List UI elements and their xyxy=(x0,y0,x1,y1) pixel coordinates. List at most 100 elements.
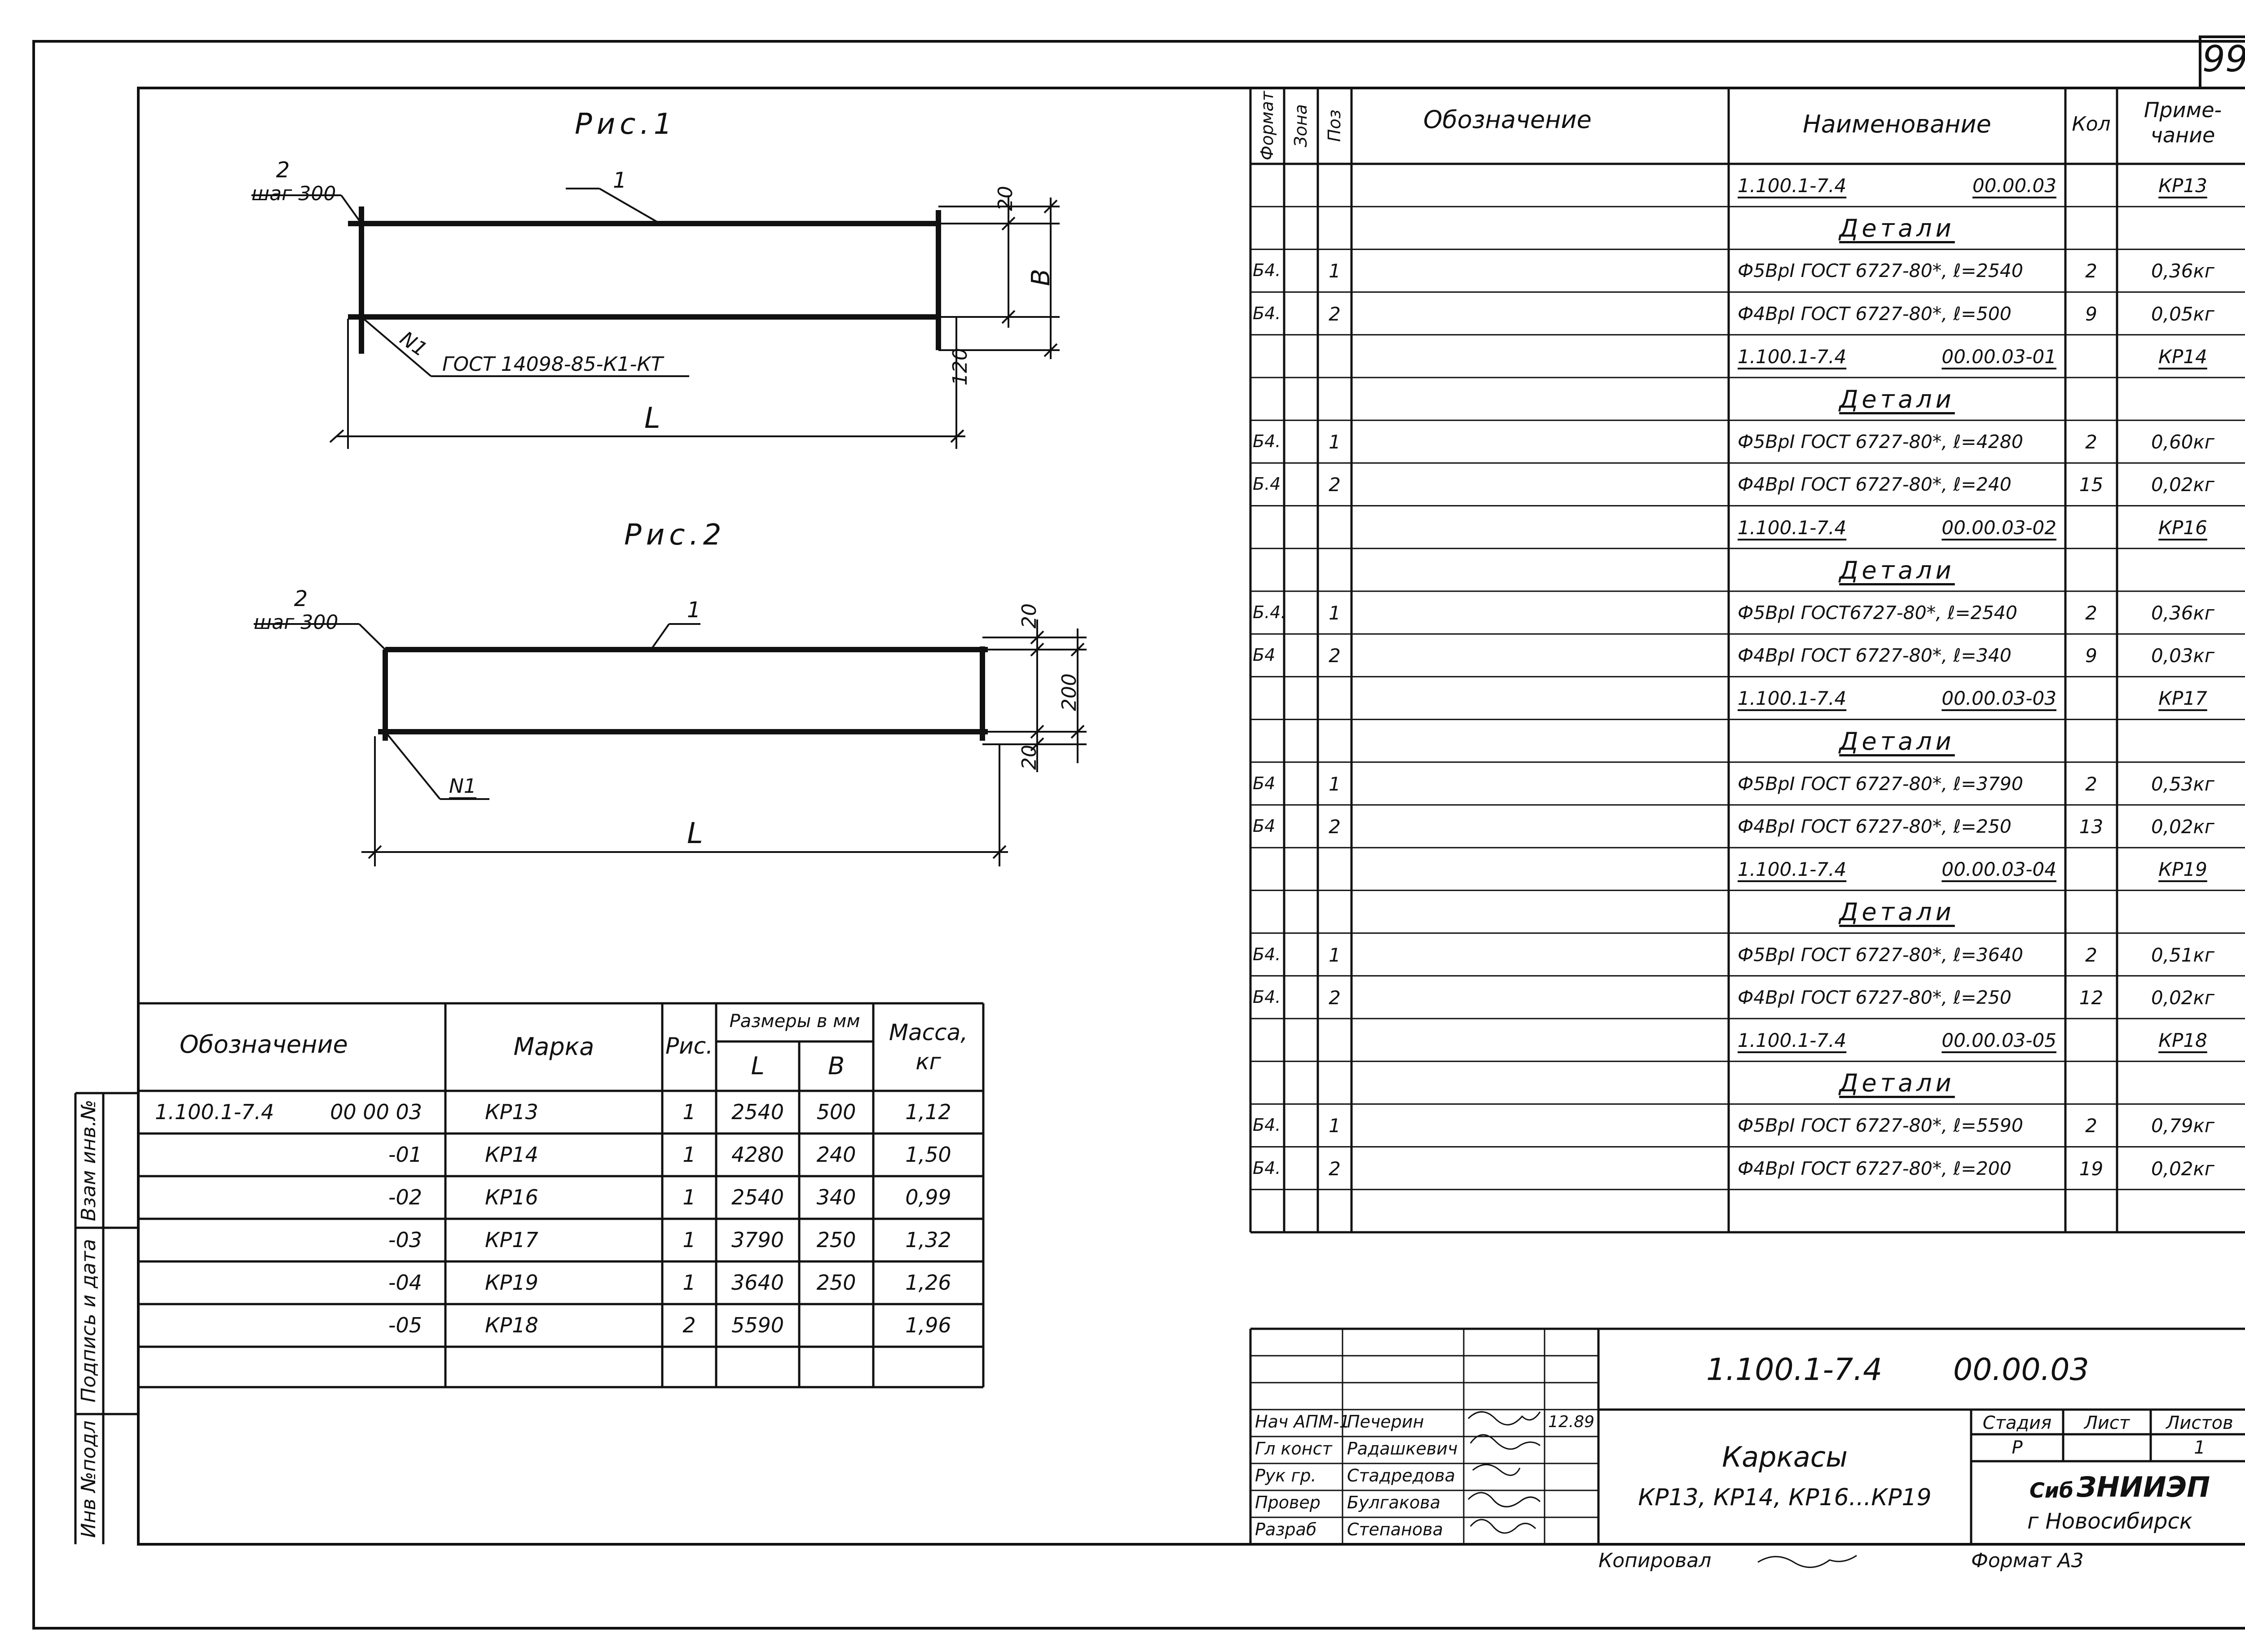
spec-item-pos: 1 xyxy=(1329,1115,1341,1137)
spec-section-title: Детали xyxy=(1839,898,1955,927)
spec-item-format: Б4. xyxy=(1253,1115,1281,1135)
spec-assy-note: КР16 xyxy=(2158,516,2207,539)
spec-item-pos: 1 xyxy=(1329,944,1341,966)
spec-item-name: Ф4ВрI ГОСТ 6727-80*, ℓ=500 xyxy=(1738,303,2012,325)
spec-item-format: Б4 xyxy=(1253,773,1276,793)
spec-item-note: 0,79кг xyxy=(2151,1115,2214,1137)
spec-item-format: Б4. xyxy=(1253,303,1281,323)
tb-name: Радашкевич xyxy=(1347,1439,1458,1459)
org-city: г Новосибирск xyxy=(2027,1509,2192,1534)
sizes-row-code: -04 xyxy=(388,1270,422,1295)
sizes-row-mark: КР18 xyxy=(485,1313,538,1337)
spec-item-format: Б.4. xyxy=(1253,602,1286,622)
spec-header-name: Наименование xyxy=(1803,110,1991,138)
sizes-header-fig: Рис. xyxy=(665,1033,713,1059)
spec-item-qty: 9 xyxy=(2085,645,2097,667)
spec-item-name: Ф4ВрI ГОСТ 6727-80*, ℓ=340 xyxy=(1738,645,2012,667)
fig2-callout-step: шаг 300 xyxy=(254,611,339,634)
spec-item-note: 0,02кг xyxy=(2151,986,2214,1009)
spec-item-name: Ф5ВрI ГОСТ 6727-80*, ℓ=3640 xyxy=(1738,944,2023,966)
spec-assy-note: КР19 xyxy=(2158,858,2207,881)
spec-item-name: Ф5ВрI ГОСТ 6727-80*, ℓ=5590 xyxy=(1738,1115,2023,1137)
spec-item-pos: 2 xyxy=(1329,303,1341,325)
spec-item-pos: 2 xyxy=(1329,1157,1341,1180)
sizes-row-mark: КР16 xyxy=(485,1185,538,1209)
sizes-row-code: 00 00 03 xyxy=(330,1100,422,1124)
sizes-row-B: 250 xyxy=(816,1228,856,1252)
spec-assy-prefix: 1.100.1-7.4 xyxy=(1738,1029,1847,1051)
sizes-row-L: 3640 xyxy=(731,1270,784,1295)
spec-item-qty: 2 xyxy=(2085,1115,2097,1137)
spec-assy-code: 00.00.03-01 xyxy=(1941,345,2056,368)
spec-item-note: 0,51кг xyxy=(2151,944,2214,966)
spec-header-note-1: Приме- xyxy=(2144,98,2222,122)
stage-value: Р xyxy=(2012,1437,2023,1458)
spec-assy-prefix: 1.100.1-7.4 xyxy=(1738,858,1847,881)
spec-assy-code: 00.00.03-04 xyxy=(1941,858,2056,881)
spec-item-qty: 2 xyxy=(2085,602,2097,624)
spec-section-title: Детали xyxy=(1839,214,1955,243)
spec-assy-code: 00.00.03-05 xyxy=(1941,1029,2056,1051)
spec-item-qty: 9 xyxy=(2085,303,2097,325)
spec-assy-prefix: 1.100.1-7.4 xyxy=(1738,687,1847,710)
spec-item-note: 0,02кг xyxy=(2151,816,2214,838)
sizes-row-mark: КР13 xyxy=(485,1100,538,1124)
sizes-row-B: 500 xyxy=(816,1100,856,1124)
signatures xyxy=(1467,1411,1857,1568)
spec-item-qty: 2 xyxy=(2085,773,2097,795)
spec-header-note-2: чание xyxy=(2150,123,2215,147)
sizes-row-mass: 1,32 xyxy=(905,1228,951,1252)
sizes-row-B: 250 xyxy=(816,1270,856,1295)
spec-item-qty: 19 xyxy=(2079,1157,2104,1180)
fig1-dim-bottom: 120 xyxy=(948,348,972,386)
fig2-callout-pos: 2 xyxy=(294,586,308,611)
sizes-row-mark: КР19 xyxy=(485,1270,538,1295)
sizes-row-fig: 1 xyxy=(682,1100,696,1124)
sizes-row-mass: 0,99 xyxy=(905,1185,951,1209)
fig2-dim-height: 200 xyxy=(1057,673,1081,711)
fig2-dim-length: L xyxy=(687,817,703,850)
spec-section-title: Детали xyxy=(1839,385,1955,413)
spec-item-note: 0,02кг xyxy=(2151,474,2214,496)
sheet-number-box xyxy=(2199,35,2245,89)
stage-label: Стадия xyxy=(1982,1413,2052,1433)
side-stamp-inv-orig: Инв №подл xyxy=(77,1420,100,1538)
spec-header-format: Формат xyxy=(1257,91,1277,161)
doc-title-line2: КР13, КР14, КР16...КР19 xyxy=(1638,1484,1932,1511)
spec-item-pos: 1 xyxy=(1329,431,1341,453)
fig2-weld-mark: N1 xyxy=(449,775,476,798)
spec-item-note: 0,60кг xyxy=(2151,431,2214,453)
sizes-row-L: 4280 xyxy=(731,1142,784,1167)
spec-item-name: Ф5ВрI ГОСТ 6727-80*, ℓ=4280 xyxy=(1738,431,2023,453)
spec-item-pos: 2 xyxy=(1329,645,1341,667)
sizes-row-mass: 1,12 xyxy=(905,1100,951,1124)
fig1-dim-length: L xyxy=(644,402,660,435)
fig2-geometry xyxy=(254,620,1087,866)
sizes-row-L: 2540 xyxy=(731,1185,784,1209)
fig1-weld-standard: ГОСТ 14098-85-К1-КТ xyxy=(442,353,663,376)
title-block-small-grid xyxy=(1250,1329,1598,1544)
sheets-value: 1 xyxy=(2194,1437,2205,1458)
spec-item-note: 0,53кг xyxy=(2151,773,2214,795)
spec-assy-prefix: 1.100.1-7.4 xyxy=(1738,345,1847,368)
tb-name: Степанова xyxy=(1347,1520,1443,1539)
spec-item-qty: 12 xyxy=(2079,986,2104,1009)
spec-item-format: Б4. xyxy=(1253,260,1281,281)
spec-header-pos: Поз xyxy=(1325,109,1344,142)
spec-item-format: Б4. xyxy=(1253,944,1281,964)
sizes-header-B: В xyxy=(828,1052,845,1080)
fig2-dim-top: 20 xyxy=(1018,603,1041,628)
inner-frame xyxy=(137,87,2245,1546)
sizes-row-mass: 1,96 xyxy=(905,1313,951,1337)
spec-assy-prefix: 1.100.1-7.4 xyxy=(1738,516,1847,539)
sizes-header-designation: Обозначение xyxy=(180,1030,348,1059)
spec-header-qty: Кол xyxy=(2072,113,2111,136)
spec-item-qty: 2 xyxy=(2085,944,2097,966)
sizes-table-grid xyxy=(138,1002,985,1388)
spec-assy-note: КР17 xyxy=(2158,687,2207,710)
spec-assy-note: КР13 xyxy=(2158,175,2207,197)
format-label: Формат А3 xyxy=(1971,1549,2084,1572)
spec-assy-prefix: 1.100.1-7.4 xyxy=(1738,175,1847,197)
spec-item-pos: 1 xyxy=(1329,773,1341,795)
spec-assy-note: КР18 xyxy=(2158,1029,2207,1051)
